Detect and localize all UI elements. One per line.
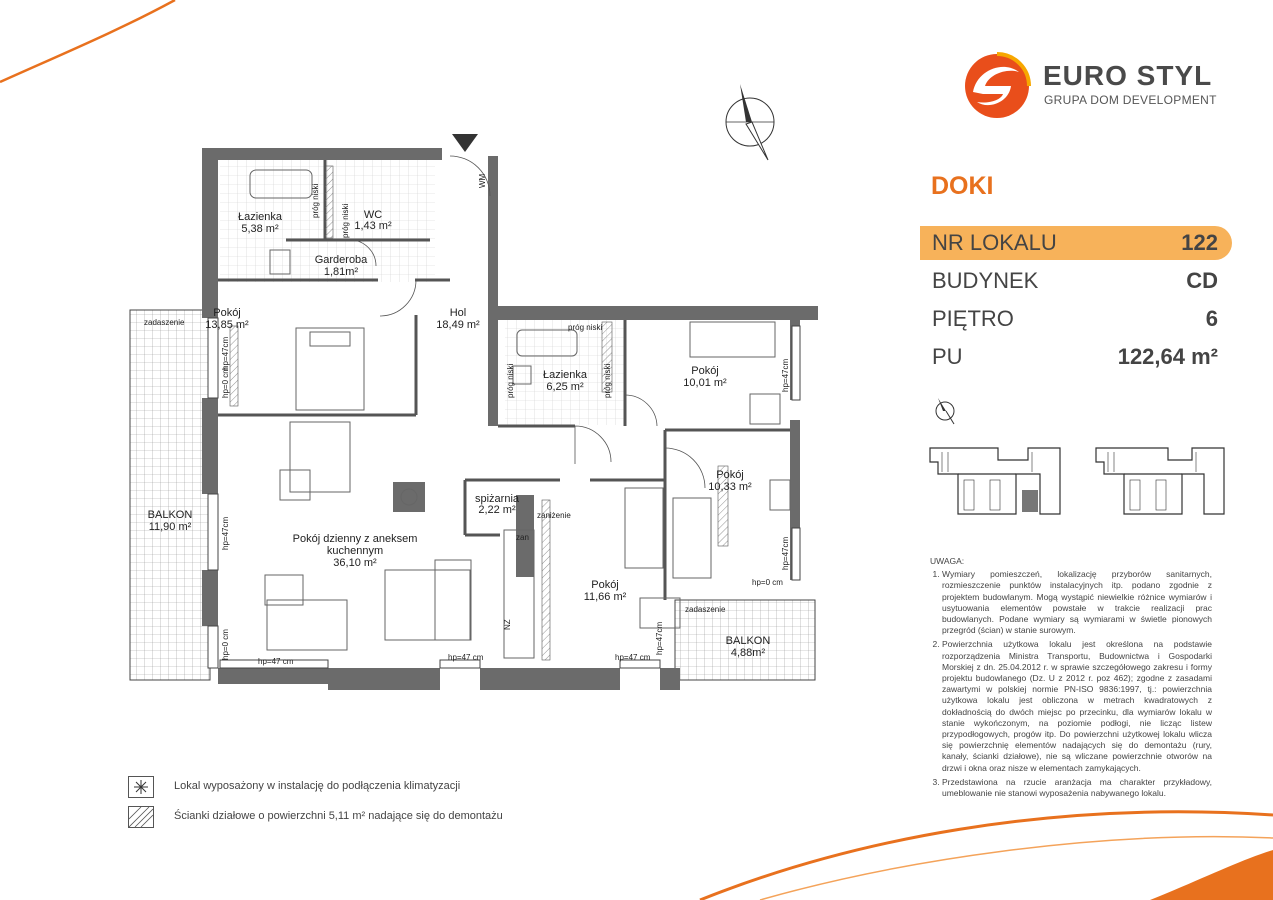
room-area-garderoba: 1,81m²	[324, 266, 359, 278]
brand-logo	[963, 52, 1031, 125]
room-label-hol: Hol	[450, 307, 467, 319]
room-label-wc: WC	[364, 209, 382, 221]
room-label-balkon1: BALKON	[148, 509, 193, 521]
legend-text: Ścianki działowe o powierzchni 5,11 m² n…	[174, 810, 503, 822]
info-row-pietro: PIĘTRO 6	[920, 302, 1232, 336]
small-compass-icon	[935, 398, 955, 425]
room-label-lazienka1: Łazienka	[238, 211, 283, 223]
room-label-dzienny: Pokój dzienny z aneksem	[293, 533, 418, 545]
annotation-prog-vertical: próg niski	[341, 204, 350, 238]
info-label: PIĘTRO	[932, 306, 1014, 331]
annotation-hp-vertical: hp=47cm	[655, 622, 664, 655]
note-item: Przedstawiona na rzucie aranżacja ma cha…	[942, 777, 1212, 799]
info-value: CD	[1186, 268, 1218, 293]
room-area-dzienny: 36,10 m²	[333, 557, 377, 569]
room-area-pokoj3: 10,33 m²	[708, 481, 752, 493]
brand-subtitle: GRUPA DOM DEVELOPMENT	[1044, 93, 1217, 107]
room-label-pokoj3: Pokój	[716, 469, 744, 481]
room-label-spizarnia: spiżarnia	[475, 493, 520, 505]
room-area-balkon2: 4,88m²	[731, 647, 766, 659]
room-label-lazienka2: Łazienka	[543, 369, 588, 381]
room-area-pokoj1: 13,85 m²	[205, 319, 249, 331]
annotation-hp: hp=47 cm	[258, 657, 294, 666]
info-row-budynek: BUDYNEK CD	[920, 264, 1232, 298]
compass-rose-icon	[725, 84, 775, 161]
room-label-pokoj2: Pokój	[691, 365, 719, 377]
annotation-hp-vertical: hp=0 cm	[221, 367, 230, 398]
annotation-nz: NZ	[503, 619, 512, 630]
annotation-prog-vertical: próg niski	[311, 184, 320, 218]
room-area-wc: 1,43 m²	[354, 220, 392, 232]
annotation-prog-vertical: próg niski	[603, 364, 612, 398]
annotation-hp-vertical: hp=47cm	[781, 359, 790, 392]
room-area-pokoj2: 10,01 m²	[683, 377, 727, 389]
room-area-balkon1: 11,90 m²	[149, 521, 192, 533]
annotation-hp: hp=47 cm	[448, 653, 484, 662]
annotation-wm: WM	[478, 173, 487, 188]
annotation-hp: hp=47 cm	[615, 653, 651, 662]
euro-styl-logo-icon	[965, 52, 1031, 118]
asterisk-icon	[128, 776, 154, 798]
info-row-pu: PU 122,64 m²	[920, 340, 1232, 374]
floor-plan: Łazienka 5,38 m² WC 1,43 m² Garderoba 1,…	[129, 134, 818, 690]
room-label-dzienny-2: kuchennym	[327, 545, 383, 557]
annotation-prog-vertical: próg niski	[506, 364, 515, 398]
info-label: NR LOKALU	[932, 230, 1057, 255]
annotation-hp: hp=0 cm	[752, 578, 783, 587]
info-row-nr-lokalu: NR LOKALU 122	[920, 226, 1232, 260]
info-value: 122,64 m²	[1117, 344, 1218, 369]
room-label-garderoba: Garderoba	[315, 254, 368, 266]
annotation-hp-vertical: hp=47cm	[781, 537, 790, 570]
room-area-lazienka2: 6,25 m²	[546, 381, 584, 393]
room-area-pokoj4: 11,66 m²	[584, 591, 627, 603]
info-label: PU	[932, 344, 963, 369]
brand-name: EURO STYL	[1043, 60, 1213, 91]
info-value: 122	[1181, 230, 1218, 255]
annotation-zadaszenie: zadaszenie	[144, 318, 185, 327]
project-title: DOKI	[931, 172, 994, 200]
room-label-pokoj4: Pokój	[591, 579, 619, 591]
annotation-zadaszenie: zadaszenie	[685, 605, 726, 614]
annotation-zan: zan	[516, 533, 529, 542]
annotation-zaniz: zaniżenie	[537, 511, 571, 520]
room-area-spizarnia: 2,22 m²	[478, 504, 516, 516]
room-label-balkon2: BALKON	[726, 635, 771, 647]
room-label-pokoj1: Pokój	[213, 307, 241, 319]
annotation-hp-vertical: hp=47cm	[221, 517, 230, 550]
room-area-hol: 18,49 m²	[436, 319, 480, 331]
info-value: 6	[1205, 306, 1218, 331]
annotation-hp-vertical: hp=47cm	[221, 337, 230, 370]
legend-text: Lokal wyposażony w instalację do podłącz…	[174, 780, 461, 792]
building-key-plan	[929, 447, 1225, 515]
annotation-hp-vertical: hp=0 cm	[221, 629, 230, 660]
room-area-lazienka1: 5,38 m²	[241, 223, 279, 235]
note-item: Wymiary pomieszczeń, lokalizację przybor…	[942, 569, 1212, 636]
annotation-prog: próg niski	[568, 323, 602, 332]
hatch-icon	[128, 806, 154, 828]
note-item: Powierzchnia użytkowa lokalu jest określ…	[942, 639, 1212, 773]
notes-section: UWAGA: Wymiary pomieszczeń, lokalizację …	[930, 556, 1212, 802]
info-label: BUDYNEK	[932, 268, 1039, 293]
notes-title: UWAGA:	[930, 556, 965, 566]
